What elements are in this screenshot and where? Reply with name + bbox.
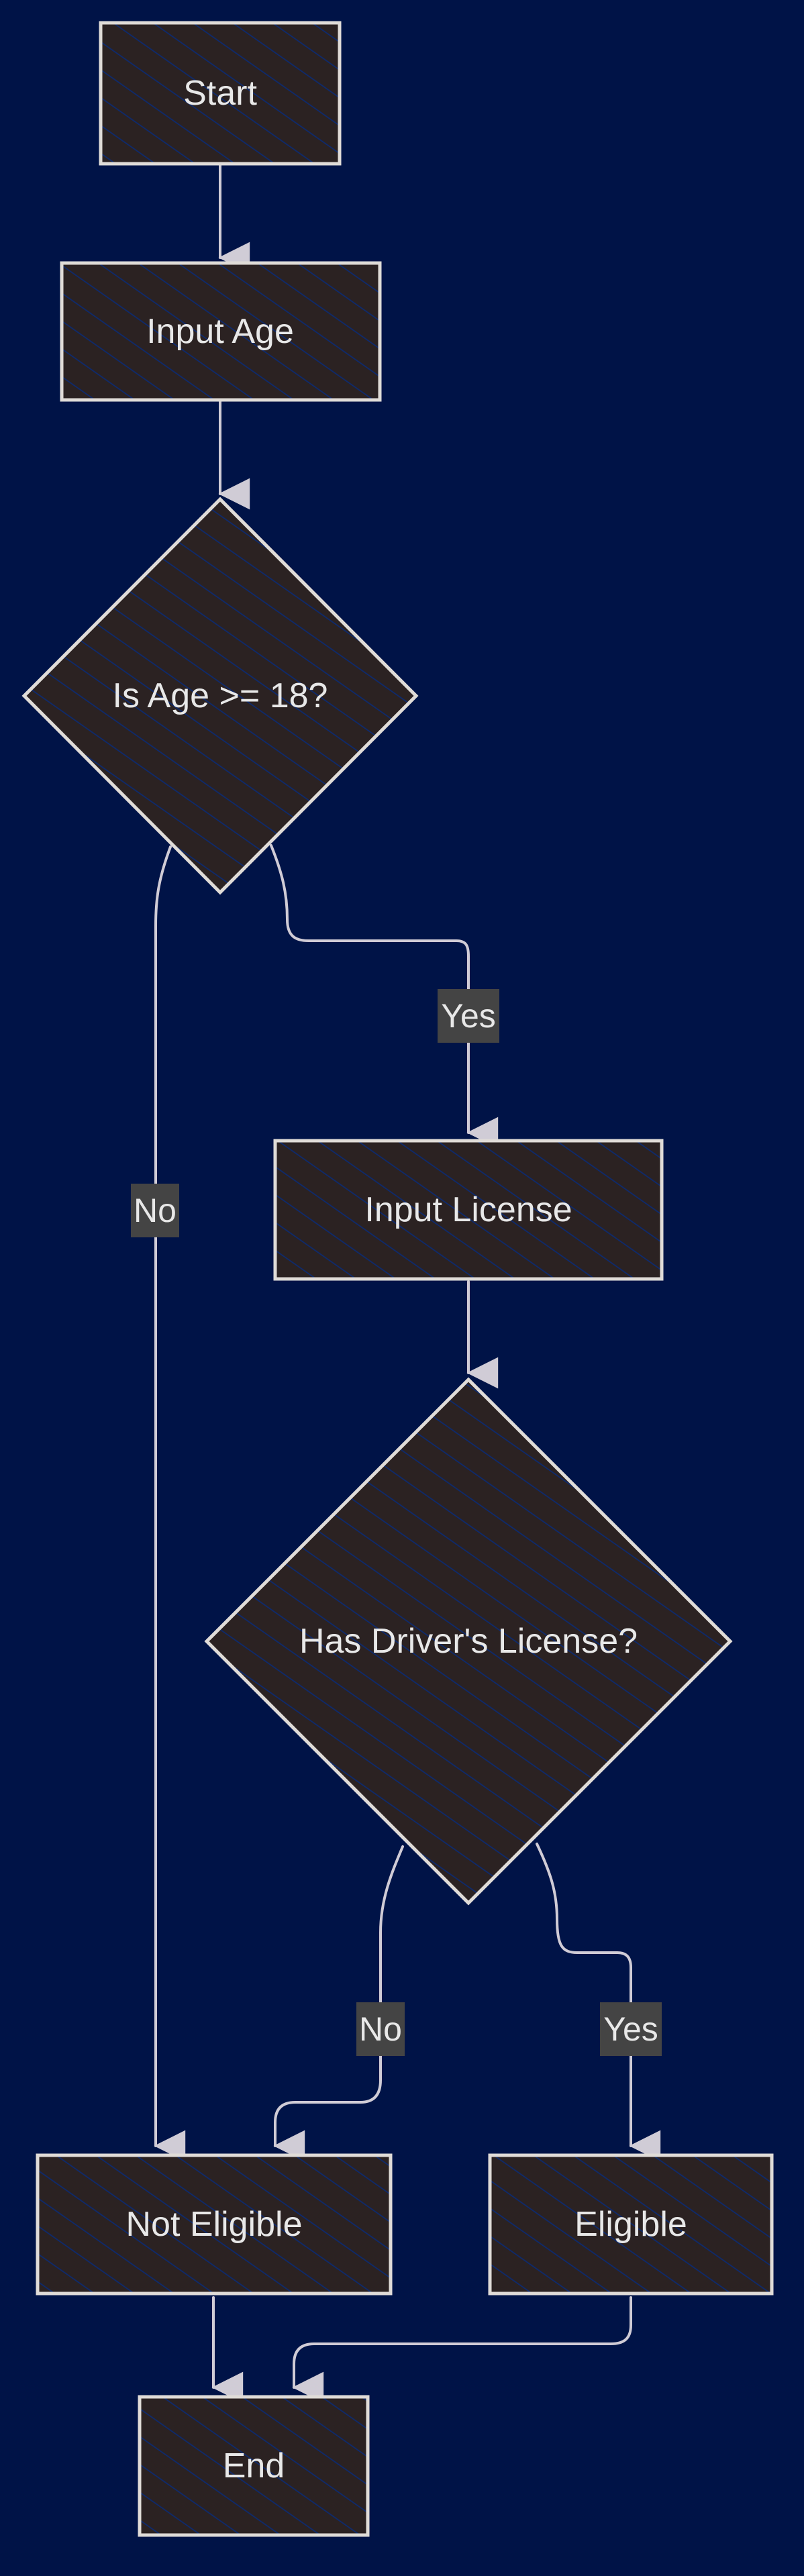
edge-label-license-no-bg <box>356 2002 405 2056</box>
edge-license-yes <box>536 1843 661 2162</box>
node-not-eligible-label: Not Eligible <box>125 2205 302 2244</box>
node-end: End <box>138 2395 370 2537</box>
node-not-eligible: Not Eligible <box>36 2153 393 2296</box>
node-eligible: Eligible <box>488 2153 774 2296</box>
edge-license-no <box>273 1845 404 2162</box>
node-input-license: Input License <box>273 1139 664 1281</box>
node-eligible-label: Eligible <box>574 2205 687 2244</box>
node-input-license-label: Input License <box>364 1190 572 1229</box>
edge-eligible-to-end <box>292 2296 632 2404</box>
edge-label-age-no: No <box>131 1184 179 1237</box>
edge-label-age-no-text: No <box>134 1192 177 1229</box>
node-start: Start <box>99 21 342 166</box>
node-is-age-18-label: Is Age >= 18? <box>113 676 328 715</box>
edge-label-age-yes-bg <box>438 989 499 1043</box>
node-input-age-label: Input Age <box>146 312 294 351</box>
edge-label-age-yes: Yes <box>438 989 499 1043</box>
edge-label-age-yes-text: Yes <box>441 997 496 1035</box>
edge-label-license-yes: Yes <box>600 2002 662 2056</box>
node-has-license-label: Has Driver's License? <box>299 1622 638 1661</box>
node-end-label: End <box>223 2446 285 2485</box>
node-input-age: Input Age <box>60 261 382 402</box>
node-is-age-18-diamond <box>21 497 419 895</box>
edge-age-yes <box>270 844 499 1149</box>
edge-label-license-no: No <box>356 2002 405 2056</box>
edge-label-license-yes-text: Yes <box>603 2010 658 2048</box>
edge-label-license-no-text: No <box>359 2010 402 2048</box>
node-not-eligible-box <box>36 2153 393 2296</box>
node-input-age-box <box>60 261 382 402</box>
node-start-label: Start <box>183 74 257 113</box>
node-input-license-box <box>273 1139 664 1281</box>
node-is-age-18-decision: Is Age >= 18? <box>21 497 419 895</box>
node-has-license-diamond <box>204 1377 733 1906</box>
node-has-license-decision: Has Driver's License? <box>204 1377 733 1906</box>
edge-age-no <box>154 845 186 2162</box>
edge-label-license-yes-bg <box>600 2002 662 2056</box>
node-start-box <box>99 21 342 166</box>
edge-label-age-no-bg <box>131 1184 179 1237</box>
node-eligible-box <box>488 2153 774 2296</box>
edges <box>154 164 661 2404</box>
node-end-box <box>138 2395 370 2537</box>
